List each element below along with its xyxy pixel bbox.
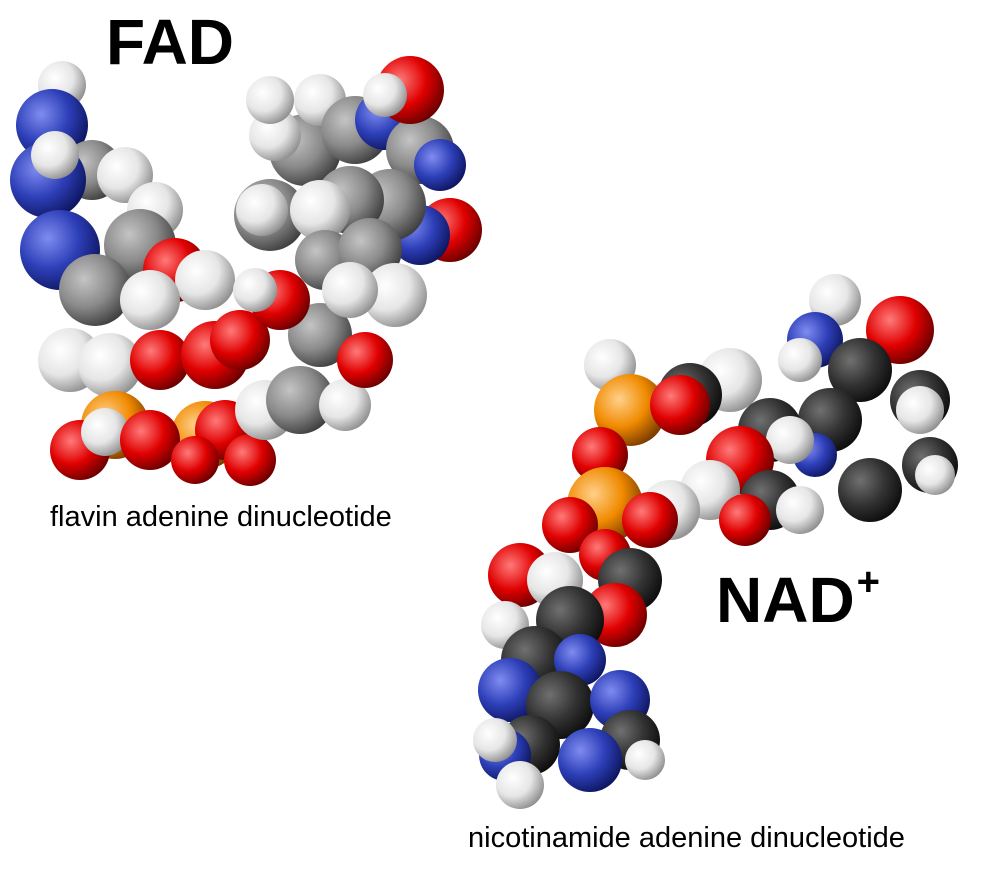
nad-caption: nicotinamide adenine dinucleotide bbox=[468, 822, 905, 854]
fad-title: FAD bbox=[106, 6, 234, 78]
nad-molecule-model bbox=[473, 274, 958, 809]
nad-title-text: NAD bbox=[716, 564, 855, 636]
nad-superscript: + bbox=[856, 560, 881, 604]
nad-title: NAD+ bbox=[716, 562, 880, 632]
fad-caption: flavin adenine dinucleotide bbox=[50, 501, 392, 533]
fad-molecule-model bbox=[10, 56, 482, 486]
